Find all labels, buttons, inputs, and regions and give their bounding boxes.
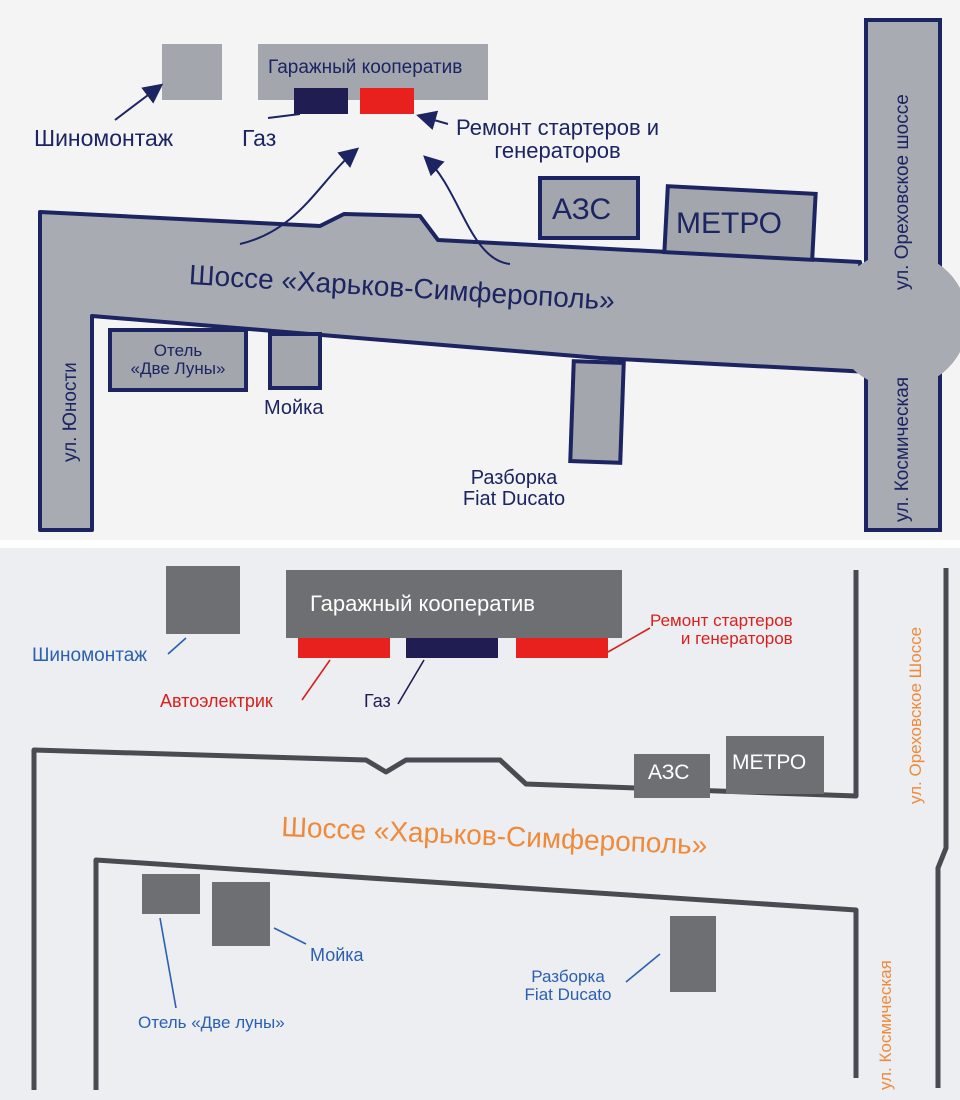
label-gas: Газ <box>242 125 277 151</box>
arrow-icon <box>397 659 425 705</box>
building-metro <box>662 184 818 262</box>
street-orekhovskoe-bottom: ул. Ореховское Шоссе <box>906 626 925 804</box>
map-bottom-drawing <box>31 566 949 1090</box>
label-car-wash: Мойка <box>264 397 324 419</box>
label-car-wash: Мойка <box>310 945 364 965</box>
building-car-wash <box>212 882 270 946</box>
building-hotel <box>108 328 248 392</box>
label-azs: АЗС <box>648 761 690 784</box>
block-starter-repair <box>516 638 608 658</box>
street-kosmicheskaya-top: ул. Космическая <box>892 376 913 522</box>
building-tire-shop <box>166 566 240 634</box>
building-azs <box>634 754 710 798</box>
label-garage: Гаражный кооператив <box>310 591 535 616</box>
building-car-wash <box>268 332 322 390</box>
street-yunosti: ул. Юности <box>60 362 81 462</box>
arrow-icon <box>607 627 651 653</box>
street-orekhovskoe-top: ул. Ореховское шоссе <box>892 94 913 290</box>
building-hotel <box>142 874 200 914</box>
map-card-top: Гаражный кооператив Шиномонтаж Газ Ремон… <box>0 0 960 540</box>
label-autoelectric: Автоэлектрик <box>160 691 273 711</box>
arrow-icon <box>114 83 164 121</box>
arrow-icon <box>416 110 449 131</box>
building-fiat-parts <box>568 359 626 465</box>
label-hotel: Отель «Две луны» <box>138 1013 285 1032</box>
building-tire-shop <box>162 44 222 100</box>
street-kosmicheskaya-bottom: ул. Космическая <box>876 960 895 1090</box>
road-orekhovskoe-bottom <box>935 568 949 1088</box>
label-starter-repair: Ремонт стартеров и генераторов <box>456 115 660 164</box>
label-starter-repair: Ремонт стартеров и генераторов <box>650 611 793 648</box>
block-autoelectric <box>298 638 390 658</box>
building-metro <box>726 736 824 794</box>
label-gas: Газ <box>364 691 391 711</box>
arrow-icon <box>625 953 661 983</box>
block-gas <box>294 88 348 114</box>
label-tire-shop: Шиномонтаж <box>34 125 174 151</box>
label-metro: МЕТРО <box>676 207 783 240</box>
curved-arrow-icon <box>423 155 511 265</box>
arrow-icon <box>301 659 331 701</box>
label-tire-shop: Шиномонтаж <box>32 645 147 666</box>
label-garage: Гаражный кооператив <box>268 57 463 78</box>
label-fiat-parts: Разборка Fiat Ducato <box>462 467 566 510</box>
label-metro: МЕТРО <box>732 751 807 774</box>
label-fiat-parts: Разборка Fiat Ducato <box>524 967 612 1004</box>
map-card-bottom: Гаражный кооператив Шиномонтаж Ремонт ст… <box>0 548 960 1100</box>
arrow-icon <box>167 637 187 655</box>
building-garage <box>286 570 622 638</box>
curved-arrow-icon <box>239 147 360 245</box>
map-top-drawing <box>38 18 960 532</box>
building-azs <box>538 176 640 240</box>
road-junction <box>832 252 960 388</box>
block-starter-repair <box>360 88 414 114</box>
label-hotel: Отель «Две Луны» <box>130 341 226 378</box>
road-highway-lower-edge <box>93 857 859 1090</box>
arrow-icon <box>159 917 177 1009</box>
arrow-icon <box>273 927 307 945</box>
arrow-icon <box>267 113 301 119</box>
block-gas <box>406 638 498 658</box>
label-azs: АЗС <box>552 193 612 226</box>
building-fiat-parts <box>670 916 716 992</box>
